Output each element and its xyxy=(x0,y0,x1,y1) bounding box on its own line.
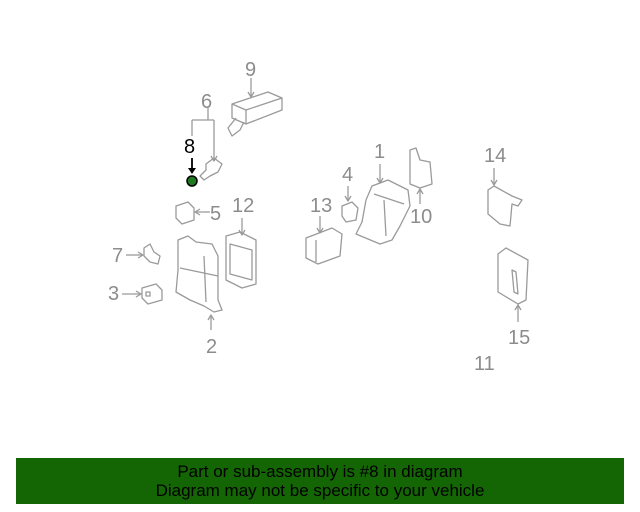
part-4-relay-icon xyxy=(341,186,359,223)
callout-2: 2 xyxy=(206,336,218,358)
callout-11: 11 xyxy=(474,353,495,375)
callout-6: 6 xyxy=(201,91,213,113)
part-12-module-icon xyxy=(225,218,257,289)
part-5-relay-icon xyxy=(175,201,210,225)
part-10-module-icon xyxy=(409,147,433,204)
part-15-module-icon xyxy=(497,247,529,322)
part-13-bracket-icon xyxy=(305,216,343,265)
part-1-bracket-icon xyxy=(355,164,411,245)
callout-4: 4 xyxy=(342,164,354,186)
callout-1: 1 xyxy=(374,141,386,163)
callout-8-highlighted: 8 xyxy=(184,136,196,158)
callout-14: 14 xyxy=(484,145,507,167)
part-2-junction-box-icon xyxy=(175,235,223,330)
banner-part-line: Part or sub-assembly is #8 in diagram xyxy=(177,462,463,481)
callout-9: 9 xyxy=(245,59,257,81)
callout-7: 7 xyxy=(112,245,124,267)
part-6-bracket-icon xyxy=(191,108,223,181)
part-14-bracket-icon xyxy=(487,168,523,227)
callout-12: 12 xyxy=(232,195,255,217)
callout-13: 13 xyxy=(310,195,333,217)
callout-10: 10 xyxy=(410,206,433,228)
part-8-highlighted-icon xyxy=(186,158,198,187)
callout-3: 3 xyxy=(108,283,120,305)
callout-15: 15 xyxy=(508,327,531,349)
part-9-module-icon xyxy=(227,78,283,137)
part-3-bracket-icon xyxy=(122,283,163,305)
part-7-clip-icon xyxy=(126,243,161,265)
banner-disclaimer-line: Diagram may not be specific to your vehi… xyxy=(155,481,485,500)
info-banner: Part or sub-assembly is #8 in diagram Di… xyxy=(16,458,624,504)
callout-5: 5 xyxy=(210,203,222,225)
